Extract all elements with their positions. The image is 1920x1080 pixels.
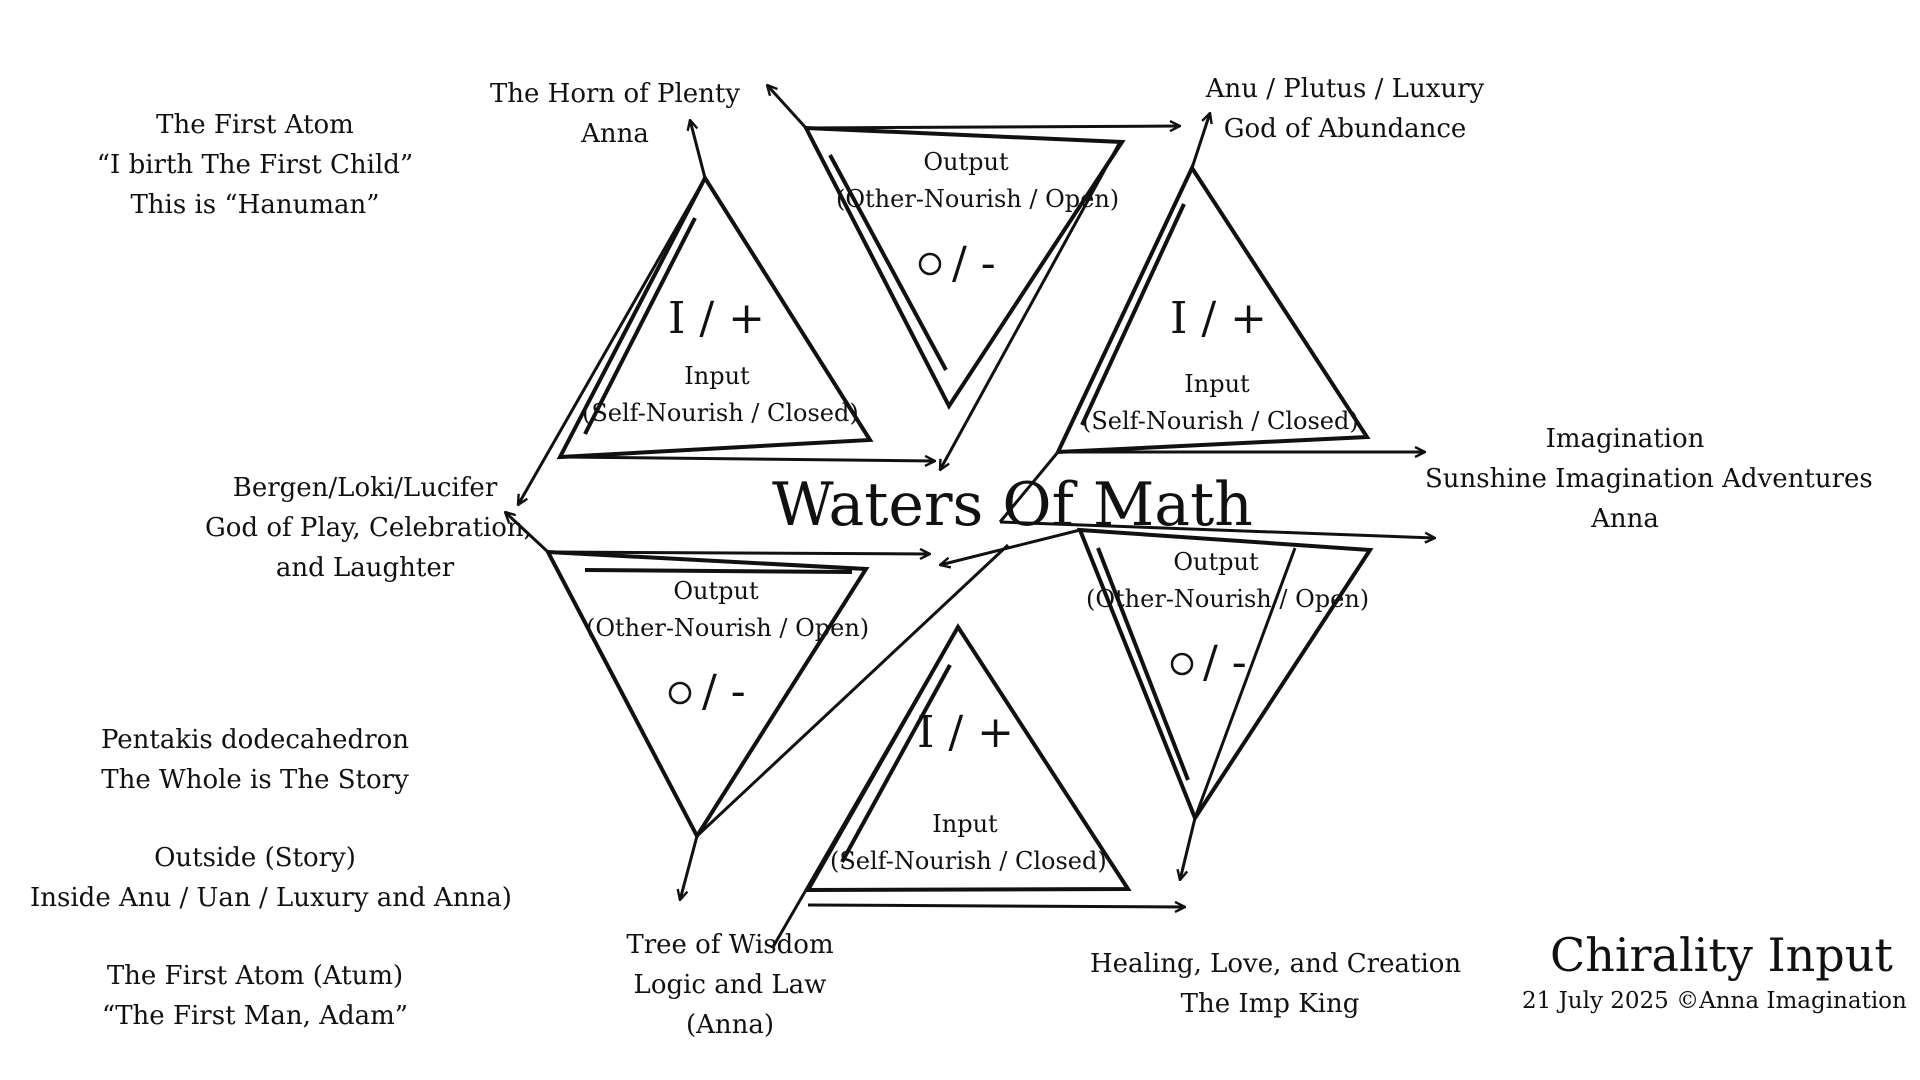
label-atum: The First Atom (Atum) “The First Man, Ad… [101, 961, 409, 1031]
label-bergen: Bergen/Loki/Lucifer God of Play, Celebra… [205, 473, 532, 583]
output-sublabel: (Other-Nourish / Open) [586, 614, 870, 642]
output-circle-icon-lower-left [668, 681, 692, 705]
label-imagination: Imagination Sunshine Imagination Adventu… [1425, 424, 1873, 534]
label-outside-story: Outside (Story) Inside Anu / Uan / Luxur… [30, 843, 512, 913]
label-horn-of-plenty: The Horn of Plenty Anna [489, 79, 741, 149]
input-sublabel: (Self-Nourish / Closed) [830, 847, 1107, 875]
input-sublabel: (Self-Nourish / Closed) [1082, 407, 1359, 435]
date-signature: 21 July 2025 ©Anna Imagination [1522, 988, 1907, 1014]
label-first-atom: The First Atom “I birth The First Child”… [96, 110, 414, 220]
input-caption-bottom: Input (Self-Nourish / Closed) [830, 806, 1107, 880]
triangle-output-top [802, 126, 1180, 410]
input-label: Input [932, 810, 998, 838]
input-symbol-right: I / + [1170, 293, 1268, 344]
output-caption-lower-left: Output (Other-Nourish / Open) [586, 573, 870, 647]
output-caption-lower-right: Output (Other-Nourish / Open) [1086, 544, 1370, 618]
output-symbol-lower-right: / - [1203, 637, 1247, 688]
label-anu: Anu / Plutus / Luxury God of Abundance [1205, 74, 1485, 144]
output-label: Output [923, 148, 1009, 176]
output-label: Output [673, 577, 759, 605]
label-healing: Healing, Love, and Creation The Imp King [1090, 949, 1462, 1019]
center-title: Waters Of Math [772, 470, 1253, 540]
output-caption-top: Output (Other-Nourish / Open) [836, 144, 1120, 218]
input-sublabel: (Self-Nourish / Closed) [582, 399, 859, 427]
input-caption-right: Input (Self-Nourish / Closed) [1082, 366, 1359, 440]
input-caption-upper-left: Input (Self-Nourish / Closed) [582, 358, 859, 432]
output-label: Output [1173, 548, 1259, 576]
output-circle-icon-top [918, 252, 942, 276]
input-label: Input [684, 362, 750, 390]
triangle-output-lower-left [544, 549, 870, 840]
triangle-input-right [1054, 163, 1425, 452]
output-circle-icon-lower-right [1170, 652, 1194, 676]
triangle-output-lower-right [1076, 527, 1374, 823]
input-symbol-bottom: I / + [917, 707, 1015, 758]
label-tree-of-wisdom: Tree of Wisdom Logic and Law (Anna) [626, 930, 834, 1040]
connector-arrows [505, 85, 1435, 948]
output-sublabel: (Other-Nourish / Open) [836, 185, 1120, 213]
input-label: Input [1184, 370, 1250, 398]
output-symbol-lower-left: / - [702, 666, 746, 717]
triangle-input-upper-left [556, 173, 935, 461]
output-sublabel: (Other-Nourish / Open) [1086, 585, 1370, 613]
output-symbol-top: / - [952, 238, 996, 289]
input-symbol-upper-left: I / + [668, 293, 766, 344]
label-pentakis: Pentakis dodecahedron The Whole is The S… [100, 725, 410, 795]
chirality-title: Chirality Input [1550, 928, 1893, 982]
